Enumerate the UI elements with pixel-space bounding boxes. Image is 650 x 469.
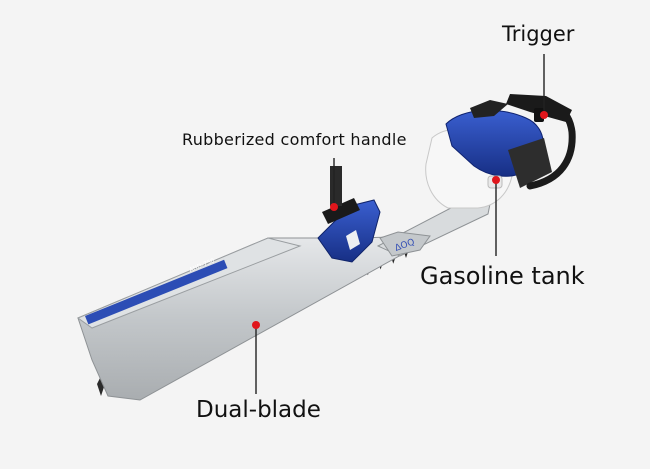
dual-blade: AHD-750: [76, 235, 421, 401]
label-trigger: Trigger: [502, 22, 575, 46]
rubberized-handle: [322, 166, 360, 224]
label-rubberized-handle: Rubberized comfort handle: [182, 130, 407, 149]
rear-handle: [506, 94, 576, 190]
label-dual-blade: Dual-blade: [196, 397, 321, 423]
callouts: [255, 54, 545, 394]
dot-trigger: [540, 111, 548, 119]
callout-dots: [252, 111, 548, 329]
front-handle-guard: [317, 199, 381, 263]
dot-blade: [252, 321, 260, 329]
dot-handle: [330, 203, 338, 211]
label-gasoline-tank: Gasoline tank: [420, 262, 585, 290]
trigger: [534, 108, 544, 122]
dot-tank: [492, 176, 500, 184]
gearbox-arm: ΔOQ: [376, 197, 491, 257]
blade-label-strip: [85, 259, 228, 325]
engine-unit: [425, 100, 552, 209]
